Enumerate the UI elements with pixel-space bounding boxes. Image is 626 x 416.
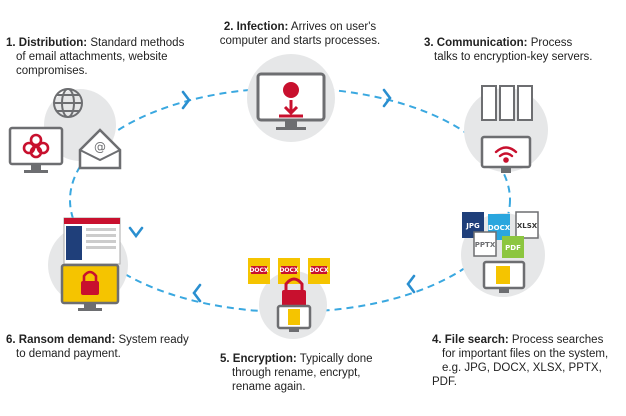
step-5-line3: rename again. <box>232 381 306 393</box>
tag-jpg: JPG <box>465 222 480 230</box>
step-5-title: 5. Encryption: <box>220 353 297 365</box>
step-4-line2: for important files on the system, <box>442 348 609 360</box>
step-5-line2: through rename, encrypt, <box>232 367 361 379</box>
step-4-body: Process searches <box>511 334 604 346</box>
step-1-title: 1. Distribution: <box>6 37 88 49</box>
globe-icon <box>53 88 83 118</box>
step-6-title: 6. Ransom demand: <box>6 334 116 346</box>
tag-docx-3: DOCX <box>309 267 328 274</box>
flow-arrow <box>128 88 416 303</box>
step-6-line2: to demand payment. <box>16 348 121 360</box>
step-3-title: 3. Communication: <box>424 37 528 49</box>
step-4-line3: e.g. JPG, DOCX, XLSX, PPTX, PDF. <box>432 362 602 388</box>
tag-docx-1: DOCX <box>249 267 268 274</box>
padlock-icon <box>81 270 99 295</box>
step-6-text: 6. Ransom demand: System ready to demand… <box>6 333 206 361</box>
padlock-icon <box>282 277 306 308</box>
step-1-body: Standard methods <box>90 37 185 49</box>
svg-text:@: @ <box>94 140 106 154</box>
tag-pdf: PDF <box>505 244 521 252</box>
step-2-body: Arrives on user's <box>290 21 377 33</box>
step-2-line2: computer and starts processes. <box>219 35 381 47</box>
tag-pptx: PPTX <box>475 241 496 249</box>
step-3-line2: talks to encryption-key servers. <box>434 51 593 63</box>
step-3-text: 3. Communication: Process talks to encry… <box>424 36 624 64</box>
step-4-text: 4. File search: Process searches for imp… <box>432 333 624 389</box>
monitor-icon <box>482 260 526 293</box>
biohazard-icon <box>283 82 299 98</box>
step-4-title: 4. File search: <box>432 334 509 346</box>
server-icon <box>481 85 533 121</box>
file-icon: JPG DOCX XLSX PPTX PDF <box>462 211 539 258</box>
step-1-text: 1. Distribution: Standard methods of ema… <box>6 36 196 78</box>
wifi-icon <box>494 146 518 163</box>
tag-xlsx: XLSX <box>517 222 538 230</box>
download-icon <box>279 100 303 118</box>
tag-docx-2: DOCX <box>279 267 298 274</box>
monitor-icon <box>480 135 532 173</box>
biohazard-icon <box>22 133 50 159</box>
ransom-window <box>63 217 121 265</box>
step-2-title: 2. Infection: <box>223 21 289 33</box>
monitor-icon <box>276 304 312 332</box>
step-6-body: System ready <box>118 334 189 346</box>
step-5-text: 5. Encryption: Typically done through re… <box>220 352 400 394</box>
step-1-line3: compromises. <box>16 65 88 77</box>
step-3-body: Process <box>530 37 573 49</box>
step-2-text: 2. Infection: Arrives on user's computer… <box>205 20 395 48</box>
step-5-body: Typically done <box>299 353 373 365</box>
file-icon: DOCX DOCX DOCX <box>248 258 330 284</box>
envelope-icon: @ <box>78 128 122 170</box>
tag-docx: DOCX <box>488 224 511 232</box>
step-1-line2: of email attachments, website <box>16 51 168 63</box>
